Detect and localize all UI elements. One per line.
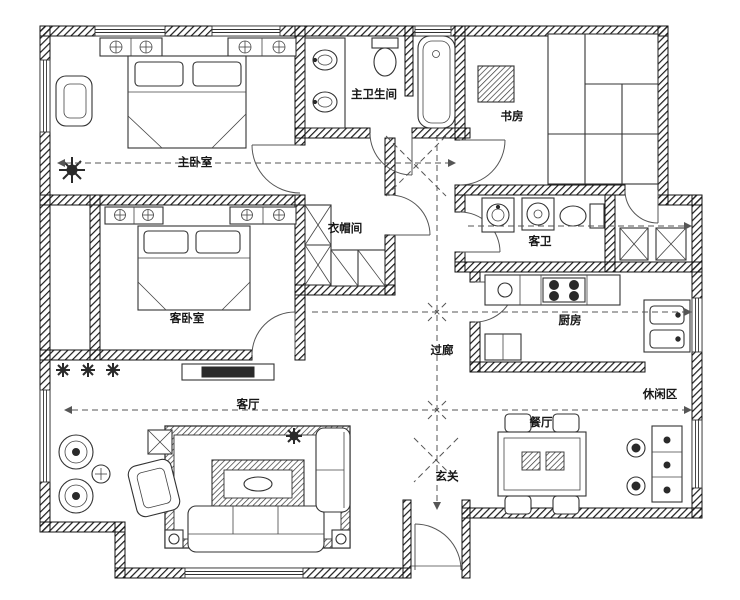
label-leisure-area: 休闲区 — [642, 387, 678, 401]
toilet-icon — [559, 203, 605, 229]
living-room-furniture — [56, 363, 351, 553]
sink-icon — [312, 49, 338, 113]
storage-room-furniture — [619, 227, 687, 261]
plant-icon — [59, 157, 85, 183]
doors-layer — [251, 132, 659, 571]
sofa-chaise — [315, 427, 351, 513]
double-bed — [137, 225, 251, 311]
label-study: 书房 — [501, 109, 524, 123]
sink-icon — [481, 197, 515, 233]
cloakroom-furniture — [304, 204, 386, 287]
rug — [477, 65, 515, 103]
labels-layer: 主卧室 主卫生间 书房 客卧室 衣帽间 客卫 厨房 过廊 客厅 餐厅 玄关 休闲… — [169, 87, 678, 483]
window-icon — [184, 567, 304, 579]
window-icon — [691, 419, 703, 489]
coffee-table — [211, 459, 305, 509]
shelf-unit — [547, 33, 659, 185]
master-bedroom-furniture — [55, 37, 297, 183]
leisure-furniture — [626, 425, 683, 503]
window-icon — [39, 389, 51, 483]
side-table — [147, 429, 173, 455]
label-living-room: 客厅 — [236, 397, 260, 411]
hanger-icon — [109, 40, 153, 54]
label-guest-bathroom: 客卫 — [528, 234, 552, 248]
bathtub-icon — [417, 35, 456, 129]
door-arc-cloakroom — [389, 194, 431, 236]
label-master-bathroom: 主卫生间 — [351, 87, 397, 101]
kitchen-furniture — [484, 274, 691, 361]
dining-chair — [504, 413, 580, 515]
master-bathroom-furniture — [304, 35, 456, 129]
label-corridor: 过廊 — [431, 343, 454, 357]
window-icon — [691, 297, 703, 353]
radiator-icon — [56, 363, 120, 377]
label-dining-room: 餐厅 — [529, 415, 553, 429]
armchair — [127, 458, 181, 518]
circulation-layer — [57, 135, 692, 510]
sofa-main — [187, 505, 325, 553]
door-arc-guest-bedroom — [251, 311, 296, 356]
window-icon — [414, 25, 452, 37]
dining-furniture — [497, 413, 587, 515]
label-kitchen: 厨房 — [559, 313, 582, 327]
label-cloakroom: 衣帽间 — [328, 221, 363, 235]
guest-bedroom-furniture — [104, 206, 297, 311]
door-arc-study — [459, 139, 506, 186]
kitchen-sink-icon — [643, 299, 691, 353]
plant-icon — [286, 428, 302, 444]
hanger-icon — [238, 40, 286, 54]
door-arc-entry — [411, 523, 462, 571]
bar-stool-icon — [626, 438, 646, 496]
windows-layer — [39, 25, 703, 579]
study-furniture — [477, 33, 659, 185]
tv-cabinet — [181, 363, 275, 381]
dining-table — [497, 431, 587, 497]
label-master-bedroom: 主卧室 — [178, 155, 213, 169]
armchair — [55, 75, 93, 127]
door-arc-storage-room — [624, 189, 659, 224]
label-guest-bedroom: 客卧室 — [169, 311, 205, 325]
door-arc-master-bedroom — [251, 144, 301, 194]
stove-icon — [542, 277, 586, 303]
window-icon — [94, 25, 166, 37]
hanger-icon — [241, 209, 285, 221]
washing-machine-icon — [521, 197, 555, 231]
window-icon — [211, 25, 281, 37]
door-arc-master-bathroom — [369, 132, 413, 176]
double-bed — [127, 55, 247, 149]
round-chair-icon — [58, 434, 111, 514]
guest-bathroom-furniture — [481, 197, 605, 233]
speaker-icon — [164, 529, 351, 549]
window-icon — [39, 59, 51, 133]
label-foyer: 玄关 — [436, 469, 459, 483]
hanger-icon — [114, 209, 154, 221]
toilet-icon — [371, 37, 399, 77]
